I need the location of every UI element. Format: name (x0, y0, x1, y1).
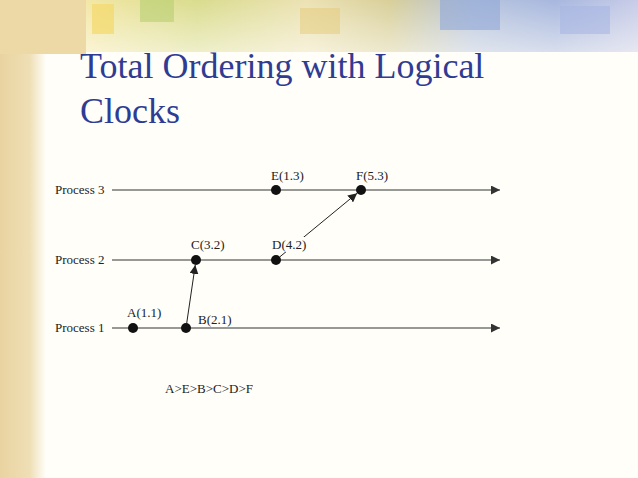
message-arrow (187, 265, 196, 323)
event-label: C(3.2) (191, 237, 225, 252)
event-label: A(1.1) (127, 305, 161, 320)
event-dot: F(5.3) (356, 185, 366, 195)
event-dot: C(3.2) (191, 255, 201, 265)
slide-title: Total Ordering with Logical Clocks (80, 44, 550, 134)
banner-flower (560, 6, 610, 34)
order-result: A>E>B>C>D>F (165, 381, 253, 396)
event-label: D(4.2) (271, 237, 307, 252)
event-label: B(2.1) (198, 312, 232, 327)
event-label: F(5.3) (356, 168, 388, 183)
process-name: Process 3 (55, 182, 104, 197)
left-strip (0, 0, 46, 478)
process-name: Process 1 (55, 320, 104, 335)
process-timeline (112, 260, 500, 261)
banner-petal (300, 8, 340, 34)
top-banner (86, 0, 638, 52)
process-timeline (112, 328, 500, 329)
banner-petal (92, 4, 114, 34)
event-label: E(1.3) (271, 168, 304, 183)
event-dot: B(2.1) (181, 323, 191, 333)
banner-fade (86, 0, 638, 52)
event-dot: D(4.2) (271, 255, 281, 265)
banner-flower (440, 0, 500, 30)
event-dot: E(1.3) (271, 185, 281, 195)
process-name: Process 2 (55, 252, 104, 267)
corner-block (0, 0, 86, 54)
event-dot: A(1.1) (128, 323, 138, 333)
process-timeline (112, 190, 500, 191)
banner-leaf (140, 0, 174, 22)
